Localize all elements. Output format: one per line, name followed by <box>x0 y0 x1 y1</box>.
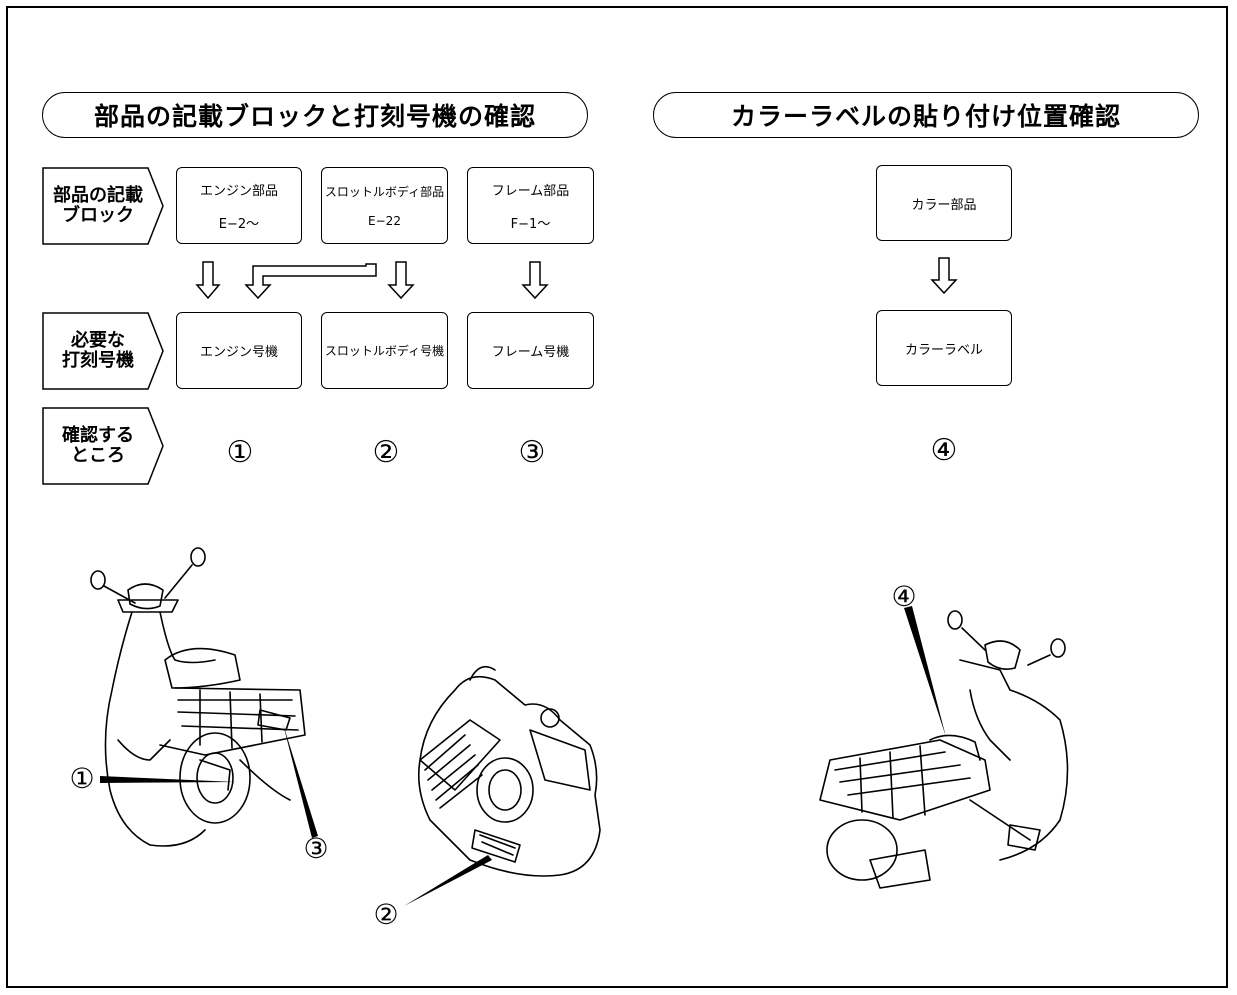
page-frame <box>6 6 1228 988</box>
callout-2: ② <box>373 897 399 931</box>
block-code: F−1〜 <box>510 216 551 232</box>
callout-4: ④ <box>891 579 917 613</box>
color-part-box: カラー部品 <box>876 165 1012 241</box>
check-mark-4: ④ <box>930 432 958 468</box>
row-label-stamp-text: 必要な 打刻号機 <box>48 312 148 390</box>
row-label-check-line1: 確認する <box>62 425 134 446</box>
block-box-throttle: スロットルボディ部品 E−22 <box>321 167 448 244</box>
row-label-check-line2: ところ <box>71 445 125 466</box>
row-label-check: 確認する ところ <box>42 407 164 485</box>
down-arrow-icon <box>521 261 549 300</box>
callout-pointer <box>404 855 492 906</box>
right-section-title: カラーラベルの貼り付け位置確認 <box>653 92 1199 138</box>
callout-3: ③ <box>303 831 329 865</box>
arrow-label-shape <box>42 407 164 485</box>
stamp-label: スロットルボディ号機 <box>324 344 445 358</box>
block-name: スロットルボディ部品 <box>324 185 445 199</box>
block-name: エンジン部品 <box>199 183 278 199</box>
check-mark-3: ③ <box>518 434 546 470</box>
row-label-stamp: 必要な 打刻号機 <box>42 312 164 390</box>
stamp-label: エンジン号機 <box>199 345 278 360</box>
down-arrow-icon <box>195 261 221 300</box>
row-label-block-line2: ブロック <box>62 205 134 226</box>
color-part-label: カラー部品 <box>911 197 977 213</box>
scooter-illustration-right <box>819 610 1069 889</box>
block-box-frame: フレーム部品 F−1〜 <box>467 167 594 244</box>
arrow-label-shape <box>42 167 164 245</box>
down-arrow-icon <box>387 261 415 300</box>
row-label-stamp-line1: 必要な <box>71 330 125 351</box>
row-label-block: 部品の記載 ブロック <box>42 167 164 245</box>
stamp-box-frame: フレーム号機 <box>467 312 594 389</box>
callout-pointer <box>100 776 236 783</box>
callout-1: ① <box>69 761 95 795</box>
stamp-box-throttle: スロットルボディ号機 <box>321 312 448 389</box>
arrow-label-shape <box>42 312 164 390</box>
left-section-title: 部品の記載ブロックと打刻号機の確認 <box>42 92 588 138</box>
down-arrow-icon <box>930 257 958 295</box>
block-box-engine: エンジン部品 E−2〜 <box>176 167 302 244</box>
block-name: フレーム部品 <box>491 183 570 199</box>
block-code: E−22 <box>368 214 401 228</box>
stamp-box-engine: エンジン号機 <box>176 312 302 389</box>
check-mark-1: ① <box>226 434 254 470</box>
check-mark-2: ② <box>372 434 400 470</box>
row-label-block-text: 部品の記載 ブロック <box>48 167 148 245</box>
row-label-stamp-line2: 打刻号機 <box>62 350 134 371</box>
callout-pointer <box>904 606 946 737</box>
row-label-block-line1: 部品の記載 <box>53 185 143 206</box>
row-label-check-text: 確認する ところ <box>48 407 148 485</box>
throttle-body-illustration <box>417 665 601 877</box>
callout-pointer <box>283 724 318 838</box>
scooter-illustration-left <box>90 547 306 847</box>
color-label-label: カラーラベル <box>904 342 983 358</box>
color-label-box: カラーラベル <box>876 310 1012 386</box>
block-code: E−2〜 <box>218 216 260 232</box>
bent-arrow-icon <box>244 263 377 300</box>
stamp-label: フレーム号機 <box>491 345 570 360</box>
